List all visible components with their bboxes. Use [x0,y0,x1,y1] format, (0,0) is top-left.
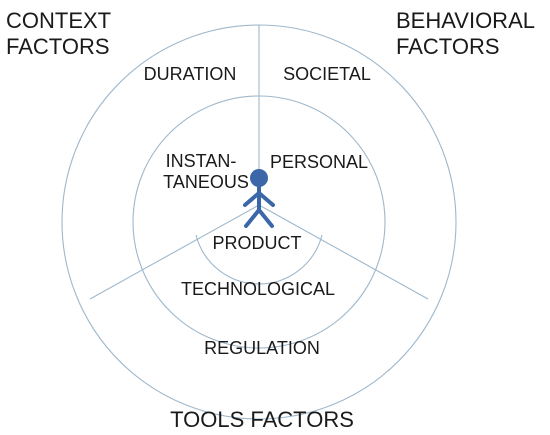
right-separator [258,204,429,300]
societal-label: SOCIETAL [283,64,371,84]
tools-factors-label: TOOLS FACTORS [170,407,354,432]
behavioral-factors-label-2: FACTORS [396,34,500,59]
context-factors-label-2: FACTORS [6,34,110,59]
technological-label: TECHNOLOGICAL [181,279,335,299]
left-separator [89,204,260,300]
instantaneous-label-1: INSTAN- [166,151,237,171]
regulation-label: REGULATION [204,338,320,358]
person-icon [243,169,275,228]
person-left-arm [243,191,261,207]
person-right-leg [257,208,274,228]
context-factors-label-1: CONTEXT [6,8,111,33]
product-label: PRODUCT [213,233,302,253]
person-head [250,169,268,187]
personal-label: PERSONAL [270,152,368,172]
instantaneous-label-2: TANEOUS [163,172,249,192]
inner-core-arc [195,234,323,285]
person-left-leg [244,208,261,228]
behavioral-factors-label-1: BEHAVIORAL [396,8,535,33]
person-right-arm [257,191,275,207]
duration-label: DURATION [144,64,237,84]
